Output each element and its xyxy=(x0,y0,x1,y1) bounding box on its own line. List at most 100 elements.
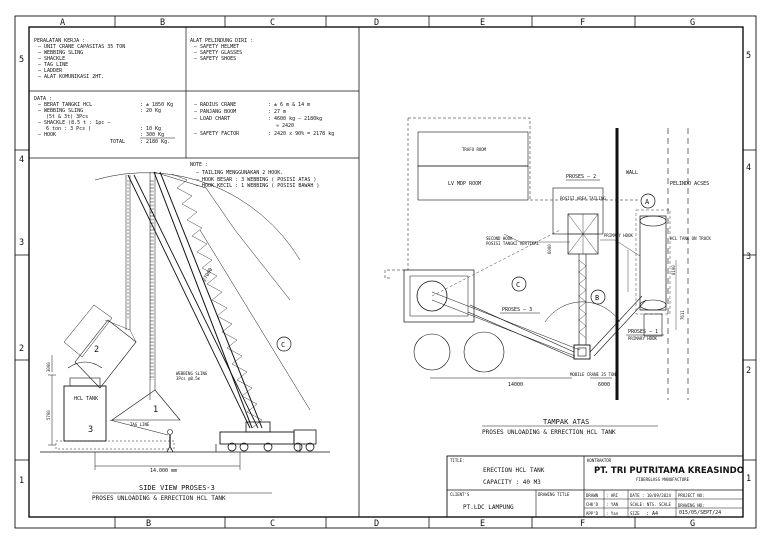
data-table-left: DATA : – BERAT TANGKI HCL : ± 1850 Kg – … xyxy=(34,96,173,145)
data-value: ≈ 2420 xyxy=(276,123,294,129)
data-row: – BERAT TANGKI HCL xyxy=(38,102,92,108)
approved-value: : Yan xyxy=(606,511,619,516)
plan-view-subtitle: PROSES UNLOADING & ERRECTION HCL TANK xyxy=(482,429,616,436)
data-row: (5t & 3t) 3Pcs xyxy=(46,114,88,120)
proses-1-label: PROSES – 1 xyxy=(628,329,658,335)
inner-border xyxy=(28,26,744,518)
row-label: 3 xyxy=(746,252,751,262)
data-value: : ± 6 m & 14 m xyxy=(268,102,310,108)
drawn-value: : ARI xyxy=(606,493,619,498)
size-label: SIZE xyxy=(630,511,640,516)
ppe-heading: ALAT PELINDUNG DIRI : xyxy=(190,38,253,44)
col-label: F xyxy=(580,519,585,529)
proses-2-label: PROSES – 2 xyxy=(566,174,596,180)
tank-label: HCL TANK xyxy=(74,396,98,402)
title-block xyxy=(446,455,744,518)
row-label: 5 xyxy=(746,51,751,61)
primary-hook-2-label: PRIMARY HOOK xyxy=(628,336,657,341)
ppe-item: – SAFETY SHOES xyxy=(194,56,236,62)
col-label: G xyxy=(690,519,695,529)
side-view-title: SIDE VIEW PROSES-3 xyxy=(139,484,215,492)
data-row: – WEBBING SLING xyxy=(38,108,83,114)
data-row: – SAFETY FACTOR xyxy=(194,131,240,137)
size-value: : A4 xyxy=(646,511,658,517)
col-label: G xyxy=(690,18,695,28)
drawn-label: DRAWN xyxy=(586,493,599,498)
note-line: – TAILING MENGGUNAKAN 2 HOOK. xyxy=(196,170,283,176)
equipment-item: – TAG LINE xyxy=(38,62,68,68)
ppe-list: ALAT PELINDUNG DIRI : – SAFETY HELMET – … xyxy=(190,38,253,62)
data-heading: DATA : xyxy=(34,96,52,102)
plan-view-labels: TRAFO ROOM LV MDP ROOM PROSES – 2 POSISI… xyxy=(448,147,712,436)
primary-hook-label: PRIMARY HOOK xyxy=(604,233,633,238)
data-value: : 10 Kg xyxy=(140,126,161,132)
row-label: 4 xyxy=(19,155,24,165)
data-table-right: – RADIUS CRANE : ± 6 m & 14 m – PANJANG … xyxy=(194,102,334,137)
data-value: : ± 1850 Kg xyxy=(140,102,173,108)
drawing-no-value: 015/05/SEPT/24 xyxy=(679,510,721,516)
equipment-item: – LADDER xyxy=(38,68,63,74)
posisi-area-label: POSISI AREA TAILING xyxy=(560,196,606,201)
outer-border xyxy=(14,15,757,529)
col-label: D xyxy=(374,18,379,28)
col-label: C xyxy=(270,18,275,28)
dim-3000-label: 3000 xyxy=(46,362,51,372)
data-row: – RADIUS CRANE xyxy=(194,102,236,108)
pelindo-label: PELINDO ACSES xyxy=(670,181,709,187)
circle-a-label: A xyxy=(645,198,650,206)
col-label: F xyxy=(580,18,585,28)
ground-dim-label: 14.000 mm xyxy=(150,468,177,474)
company-name: PT. TRI PUTRITAMA KREASINDO xyxy=(594,466,744,476)
row-label: 3 xyxy=(19,238,24,248)
side-view-drawing xyxy=(40,171,330,494)
data-row: – PANJANG BOOM xyxy=(194,109,236,115)
data-value: : 20 Kg xyxy=(140,108,161,114)
col-label: A xyxy=(60,18,65,28)
drawing-no-label: DRAWING NO: xyxy=(678,503,705,508)
total-label: TOTAL xyxy=(110,139,125,145)
dim-8100-label: 8100 xyxy=(671,265,676,275)
col-label: B xyxy=(146,519,151,529)
hcl-truck-label: HCL TANK ON TRUCK xyxy=(670,236,712,241)
note-heading: NOTE : xyxy=(190,162,208,168)
row-label: 2 xyxy=(19,344,24,354)
date-label: DATE xyxy=(630,493,640,498)
trafo-room-label: TRAFO ROOM xyxy=(462,147,487,152)
side-view-labels: C 27000 1 2 3 HCL TANK 5700 3000 TAG LIN… xyxy=(46,267,285,502)
equipment-item: – SHACKLE xyxy=(38,56,65,62)
company-subtitle: FIBERGLASS MANUFACTURE xyxy=(636,477,690,482)
plan-view-drawing xyxy=(384,117,689,427)
col-label: B xyxy=(160,18,165,28)
info-boxes xyxy=(29,27,360,517)
scale-value: : NTS. SCALE xyxy=(642,502,671,507)
webbing-note: WEBBING SLING xyxy=(176,371,208,376)
col-label: D xyxy=(374,519,379,529)
dim-7611-label: 7611 xyxy=(680,310,685,320)
dim-6000h-label: 6000 xyxy=(598,382,610,388)
data-value: : 4600 kg – 2180kg xyxy=(268,116,322,122)
plan-view-title: TAMPAK ATAS xyxy=(543,418,589,426)
data-row: – SHACKLE (8.5 t : 1pc – xyxy=(38,120,111,126)
scale-label: SCALE xyxy=(630,502,643,507)
col-label: E xyxy=(480,18,485,28)
circle-c-label: C xyxy=(281,341,285,349)
client-label: CLIENT'S xyxy=(450,492,470,497)
row-label: 1 xyxy=(746,474,751,484)
ppe-item: – SAFETY GLASSES xyxy=(194,50,242,56)
drawing-title-label: DRAWING TITLE xyxy=(538,492,570,497)
data-row: – HOOK xyxy=(38,132,56,138)
proses-3-label: PROSES – 3 xyxy=(502,307,532,313)
project-no-label: PROJECT NO: xyxy=(678,493,705,498)
col-label: C xyxy=(270,519,275,529)
company-label: KONTRAKTOR xyxy=(587,458,612,463)
row-label: 1 xyxy=(19,476,24,486)
row-label: 2 xyxy=(746,366,751,376)
drawing-title-line1: ERECTION HCL TANK xyxy=(483,467,545,474)
webbing-note: 3Pcs @0.5m xyxy=(176,376,201,381)
dim-5700-label: 5700 xyxy=(46,410,51,420)
data-value: : 27 m xyxy=(268,109,286,115)
equipment-item: – UNIT CRANE CAPASITAS 35 TON xyxy=(38,44,125,50)
border-labels: A B C D E F G B C D E F G 5 4 3 2 1 5 4 … xyxy=(19,18,751,529)
